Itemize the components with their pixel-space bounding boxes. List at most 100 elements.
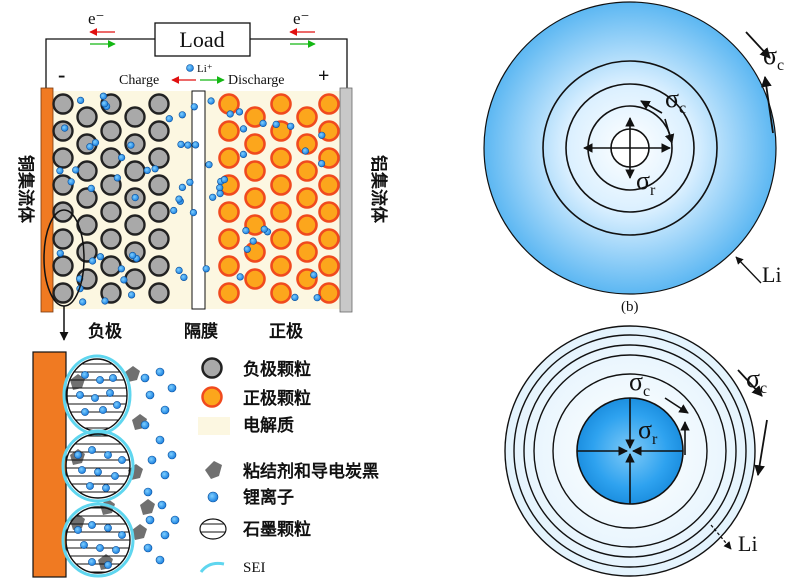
lithium-ion bbox=[76, 96, 85, 104]
lithium-ion bbox=[318, 131, 326, 139]
load-label: Load bbox=[179, 27, 224, 52]
lithium-ion bbox=[272, 120, 280, 128]
lithium-ion bbox=[147, 455, 157, 465]
legend-anode-particle-swatch bbox=[201, 357, 223, 379]
legend-electrolyte-label: 电解质 bbox=[243, 415, 294, 436]
electrolyte-lithium-ions bbox=[56, 92, 326, 306]
cathode-particle bbox=[270, 282, 292, 304]
lithium-ion bbox=[104, 561, 112, 569]
legend-sei-label: SEI bbox=[243, 560, 266, 576]
lithium-ion bbox=[88, 521, 96, 529]
detail-lithium-ions bbox=[74, 367, 180, 569]
cathode-particle bbox=[218, 228, 240, 250]
lithium-ion bbox=[177, 140, 185, 148]
stress-sphere-charging: σc σc σr Li bbox=[483, 1, 784, 295]
lithium-ion bbox=[74, 526, 82, 534]
cathode-particle bbox=[270, 255, 292, 277]
cathode-particle bbox=[296, 106, 318, 128]
cathode-particle bbox=[218, 201, 240, 223]
anode-particle bbox=[52, 228, 74, 250]
lithium-ion bbox=[113, 401, 121, 409]
lithium-ion bbox=[76, 391, 84, 399]
lithium-ion bbox=[111, 472, 119, 480]
lithium-ion bbox=[117, 154, 126, 162]
lithium-ion bbox=[145, 390, 155, 400]
li-label-top: Li bbox=[762, 262, 782, 287]
lithium-ion bbox=[106, 389, 114, 397]
lithium-ion bbox=[165, 115, 173, 123]
cathode-particle bbox=[318, 201, 340, 223]
anode-particle bbox=[52, 147, 74, 169]
lithium-ion bbox=[56, 167, 64, 175]
sigma-c-inner-arrow-a bbox=[640, 100, 663, 114]
li-arrow-top bbox=[735, 256, 762, 284]
lithium-ion bbox=[157, 500, 167, 510]
lithium-ion bbox=[220, 176, 228, 184]
sigma-c-inner-label-top: σc bbox=[665, 84, 686, 117]
lithium-ion bbox=[184, 141, 192, 149]
lithium-ion bbox=[81, 408, 89, 416]
lithium-ion bbox=[167, 450, 177, 460]
legend-binder-label: 粘结剂和导电炭黑 bbox=[243, 461, 379, 482]
cathode-particle bbox=[270, 174, 292, 196]
cathode-particle bbox=[270, 228, 292, 250]
sigma-c-outer2-arrow-b bbox=[754, 419, 768, 477]
graphite-particles bbox=[61, 354, 135, 578]
separator bbox=[191, 90, 206, 310]
anode-particle bbox=[148, 228, 170, 250]
lithium-ion bbox=[128, 291, 136, 299]
battery-cell bbox=[40, 87, 353, 341]
lithium-ion bbox=[101, 297, 109, 305]
cathode-particle bbox=[296, 160, 318, 182]
plus-sign: + bbox=[318, 65, 329, 87]
anode-particle bbox=[148, 120, 170, 142]
sigma-c-outer-arrow-a bbox=[745, 31, 771, 59]
sphere2-ring-4 bbox=[552, 373, 708, 529]
lithium-ion bbox=[202, 265, 210, 273]
anode-particle bbox=[76, 214, 98, 236]
legend-anode-particle-label: 负极颗粒 bbox=[243, 359, 311, 380]
anode-particle bbox=[124, 133, 146, 155]
lithium-ion bbox=[155, 555, 165, 565]
sigma-c-inner2-arrow-a bbox=[664, 397, 689, 414]
cathode-particle bbox=[270, 201, 292, 223]
anode-particle bbox=[52, 93, 74, 115]
lithium-ion bbox=[127, 141, 135, 149]
lithium-ion bbox=[151, 165, 159, 173]
cathode-particle bbox=[244, 160, 266, 182]
anode-particle bbox=[76, 106, 98, 128]
anode-particle bbox=[52, 201, 74, 223]
lithium-ion bbox=[143, 487, 153, 497]
legend-electrolyte-swatch bbox=[198, 417, 230, 435]
lithium-ion bbox=[104, 451, 112, 459]
lithium-ion bbox=[189, 209, 197, 217]
li-ion-legend-dot bbox=[186, 64, 194, 72]
lithium-ion bbox=[207, 97, 215, 105]
cathode-particle bbox=[318, 255, 340, 277]
electron-left-label: e⁻ bbox=[88, 9, 105, 28]
lithium-ion bbox=[140, 420, 150, 430]
lithium-ion bbox=[96, 253, 104, 261]
anode-particle bbox=[124, 106, 146, 128]
lithium-ion bbox=[160, 470, 170, 480]
cathode-particle bbox=[296, 187, 318, 209]
lithium-ion bbox=[102, 484, 110, 492]
lithium-ion bbox=[155, 435, 165, 445]
lithium-ion bbox=[88, 257, 97, 265]
cathode-particle bbox=[244, 133, 266, 155]
discharge-label: Discharge bbox=[228, 73, 285, 88]
aluminum-collector-label: 铝集流体 bbox=[368, 155, 389, 224]
anode-particle bbox=[76, 160, 98, 182]
anode-particle bbox=[148, 282, 170, 304]
anode-particle bbox=[124, 160, 146, 182]
lithium-ion bbox=[178, 183, 186, 191]
graphite-particle bbox=[65, 433, 131, 499]
legend-lithium-ion-swatch bbox=[207, 491, 219, 503]
lithium-ion bbox=[160, 405, 170, 415]
separator-label: 隔膜 bbox=[184, 321, 218, 342]
lithium-ion bbox=[99, 92, 107, 100]
lithium-ion bbox=[301, 147, 310, 155]
cathode-particle bbox=[318, 228, 340, 250]
lithium-ion bbox=[86, 482, 94, 490]
legend: 负极颗粒 正极颗粒 电解质 粘结剂和导电炭黑 锂离子 石墨颗粒 SEI bbox=[198, 357, 379, 576]
